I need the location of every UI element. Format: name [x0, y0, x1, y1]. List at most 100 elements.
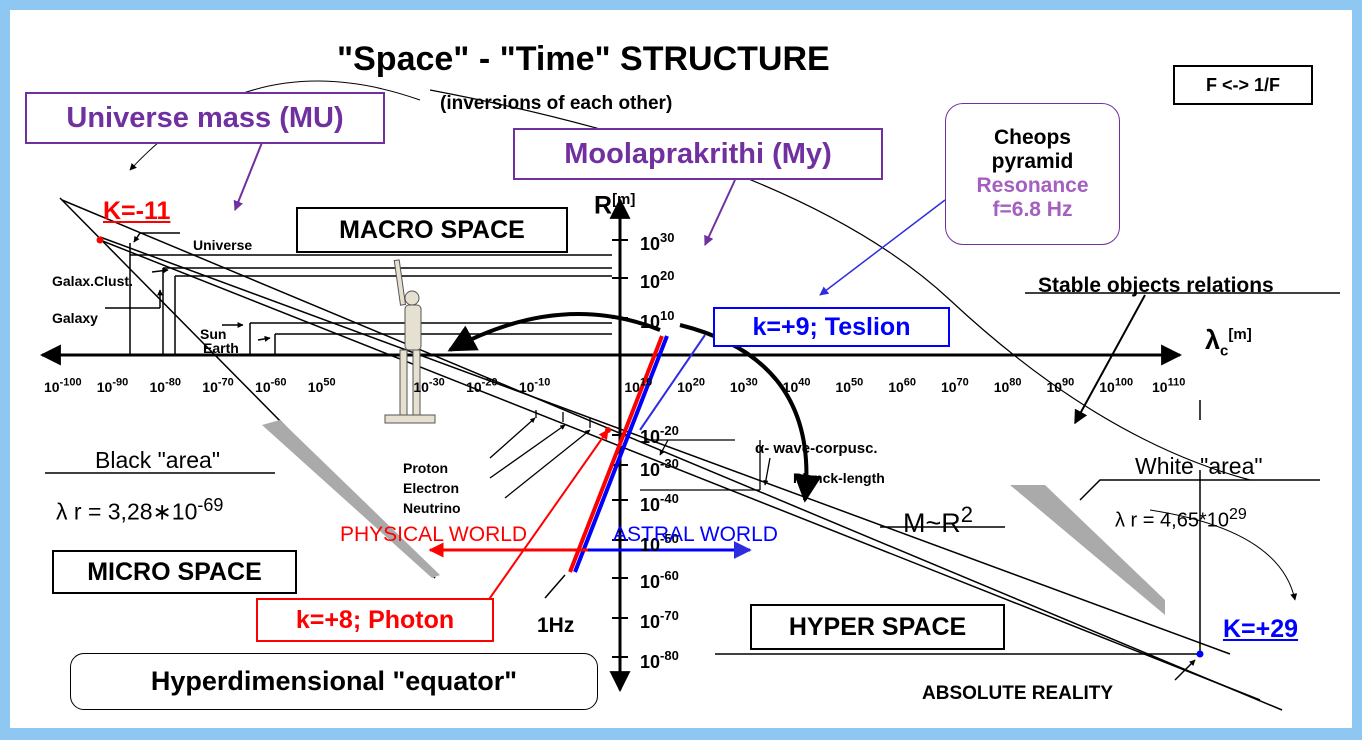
- x-tick-label: 1060: [888, 377, 916, 395]
- object-galax-clust: Galax.Clust.: [52, 273, 133, 289]
- x-tick-label: 10-80: [150, 377, 181, 395]
- photon-leader: [484, 429, 609, 606]
- r-axis-letter: R: [594, 191, 613, 220]
- universe-mass-box: Universe mass (MU): [25, 92, 385, 144]
- r-axis-label: R[m]: [594, 191, 635, 220]
- teslion-leader: [639, 334, 706, 431]
- particle-planck: Planck-length: [793, 470, 885, 486]
- x-tick-label: 10-10: [519, 377, 550, 395]
- cheops-line1: Cheops: [993, 126, 1071, 149]
- physical-world-label: PHYSICAL WORLD: [340, 523, 528, 546]
- y-tick-label: 10-80: [640, 648, 679, 672]
- object-galaxy: Galaxy: [52, 310, 98, 326]
- particle-electron: Electron: [403, 480, 460, 496]
- diagonal-stable: [99, 239, 1261, 701]
- y-tick-label: 10-60: [640, 568, 679, 592]
- x-tick-label: 1070: [941, 377, 969, 395]
- astral-world-label: ASTRAL WORLD: [613, 523, 778, 546]
- diagram-subtitle: (inversions of each other): [440, 93, 673, 114]
- object-sun: Sun: [200, 326, 227, 342]
- x-tick-label: 1080: [994, 377, 1022, 395]
- object-universe: Universe: [193, 237, 253, 253]
- y-tick-label: 10-30: [640, 456, 679, 480]
- x-tick-label: 10-60: [255, 377, 286, 395]
- absolute-reality-arrow: [1174, 659, 1196, 681]
- lambda-r-white-base: λ r = 4,65*10: [1115, 509, 1229, 532]
- lambda-letter: λ: [1205, 325, 1221, 355]
- m-r2-exp: 2: [960, 502, 974, 527]
- x-tick-label: 1010: [624, 377, 652, 395]
- lambda-r-black-base: λ r = 3,28∗10: [56, 498, 198, 525]
- particle-proton: Proton: [403, 460, 449, 476]
- cheops-line2: pyramid: [991, 150, 1074, 173]
- k-plus-29-point: [1196, 650, 1204, 658]
- human-figure-image: [384, 259, 436, 424]
- macro-space-box: MACRO SPACE: [296, 207, 568, 253]
- y-tick-label: 10-20: [640, 423, 679, 447]
- lambda-r-black: λ r = 3,28∗10-69: [56, 495, 223, 526]
- black-area-label: Black "area": [95, 447, 220, 473]
- x-tick-label: 1050: [835, 377, 863, 395]
- cheops-line4: f=6.8 Hz: [992, 198, 1073, 221]
- absolute-reality-label: ABSOLUTE REALITY: [922, 683, 1114, 704]
- formula-box: F <-> 1/F: [1173, 65, 1313, 105]
- x-tick-label: 10-70: [202, 377, 233, 395]
- y-tick-label: 10-50: [640, 531, 679, 555]
- lambda-r-white: λ r = 4,65*1029: [1115, 506, 1247, 533]
- photon-box: k=+8; Photon: [256, 598, 494, 642]
- x-tick-label: 10-100: [44, 377, 82, 395]
- y-tick-label: 10-40: [640, 491, 679, 515]
- object-level-lines: [105, 232, 612, 355]
- object-earth: Earth: [203, 340, 239, 356]
- particle-alpha: α- wave-corpusc.: [755, 440, 878, 457]
- x-axis-tick-labels: 10-100 10-90 10-80 10-70 10-60 1050 10-30 10-20…: [44, 377, 1185, 395]
- diagram-title: "Space" - "Time" STRUCTURE: [337, 40, 830, 78]
- x-tick-label: 10-90: [97, 377, 128, 395]
- x-tick-label: 1040: [783, 377, 811, 395]
- y-tick-label: 1030: [640, 230, 675, 254]
- moolaprakrithi-arrow: [704, 179, 736, 246]
- x-tick-label: 1030: [730, 377, 758, 395]
- micro-space-box: MICRO SPACE: [52, 550, 297, 594]
- teslion-line: [573, 335, 669, 573]
- x-tick-label: 10100: [1099, 377, 1133, 395]
- lambda-r-black-exp: -69: [197, 495, 224, 515]
- white-area-bracket: [1079, 479, 1320, 501]
- m-r2-base: M~R: [903, 508, 961, 538]
- k-plus-29-label: K=+29: [1223, 615, 1299, 643]
- black-area-shade: [262, 420, 440, 578]
- cheops-box: Cheops pyramid Resonance f=6.8 Hz: [945, 103, 1120, 245]
- m-r2-label: M~R2: [903, 502, 973, 539]
- stable-objects-arrow: [1074, 294, 1146, 425]
- cheops-line3: Resonance: [976, 174, 1089, 197]
- photon-point: [605, 427, 611, 433]
- y-tick-label: 1020: [640, 268, 675, 292]
- diagram-canvas: 10-100 10-90 10-80 10-70 10-60 1050 10-30 10-20…: [39, 80, 1340, 711]
- black-arc-arrow: [447, 312, 661, 352]
- k-minus-11-label: K=-11: [103, 197, 171, 225]
- x-tick-label: 10110: [1152, 377, 1185, 395]
- particle-leaders: [489, 410, 771, 499]
- lambda-axis-label: λc[m]: [1205, 325, 1252, 359]
- cheops-arrow: [819, 199, 946, 296]
- x-tick-label: 1050: [308, 377, 336, 395]
- white-area-arc-arrow: [1149, 509, 1298, 601]
- y-tick-label: 10-70: [640, 608, 679, 632]
- x-tick-label: 1090: [1046, 377, 1074, 395]
- y-axis-tick-labels: 1030 1020 1010 10-20 10-30 10-40 10-50 10-60 10-…: [640, 230, 679, 672]
- hyper-space-box: HYPER SPACE: [750, 604, 1005, 650]
- y-tick-label: 1010: [640, 308, 675, 332]
- universe-mass-arrow: [233, 134, 266, 211]
- lambda-unit: [m]: [1228, 326, 1252, 343]
- photon-line: [568, 335, 664, 573]
- white-area-shade: [1010, 485, 1165, 615]
- moolaprakrithi-box: Moolaprakrithi (My): [513, 128, 883, 180]
- one-hz-leader: [544, 574, 566, 599]
- k-minus-11-point: [96, 236, 104, 244]
- white-area-label: White "area": [1135, 453, 1263, 479]
- particle-neutrino: Neutrino: [403, 500, 461, 516]
- lambda-sub: c: [1220, 342, 1229, 360]
- x-tick-label: 10-20: [466, 377, 497, 395]
- x-tick-label: 10-30: [413, 377, 444, 395]
- teslion-box: k=+9; Teslion: [713, 307, 950, 347]
